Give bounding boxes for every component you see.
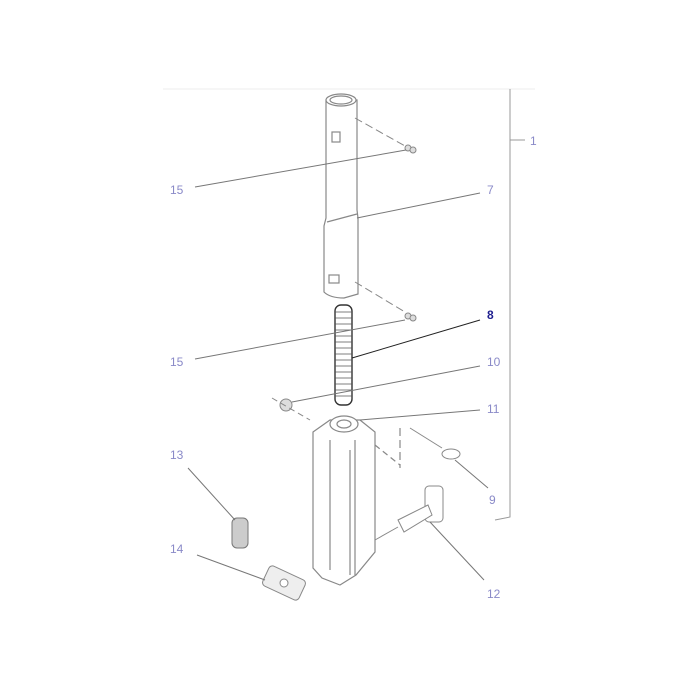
- callout-12: 12: [487, 587, 501, 601]
- base-housing-part: [312, 415, 401, 586]
- callout-15-lower: 15: [170, 355, 184, 369]
- callout-8: 8: [487, 308, 494, 322]
- assembly-bracket: [494, 89, 511, 521]
- callout-1: 1: [530, 134, 537, 148]
- screw-part: [334, 304, 353, 406]
- callout-10: 10: [487, 355, 501, 369]
- callout-11: 11: [487, 402, 500, 416]
- upper-tube-part: [323, 93, 359, 299]
- callout-15-upper: 15: [170, 183, 184, 197]
- callout-13: 13: [170, 448, 184, 462]
- callout-9: 9: [489, 493, 496, 507]
- callout-14: 14: [170, 542, 184, 556]
- callout-7: 7: [487, 183, 494, 197]
